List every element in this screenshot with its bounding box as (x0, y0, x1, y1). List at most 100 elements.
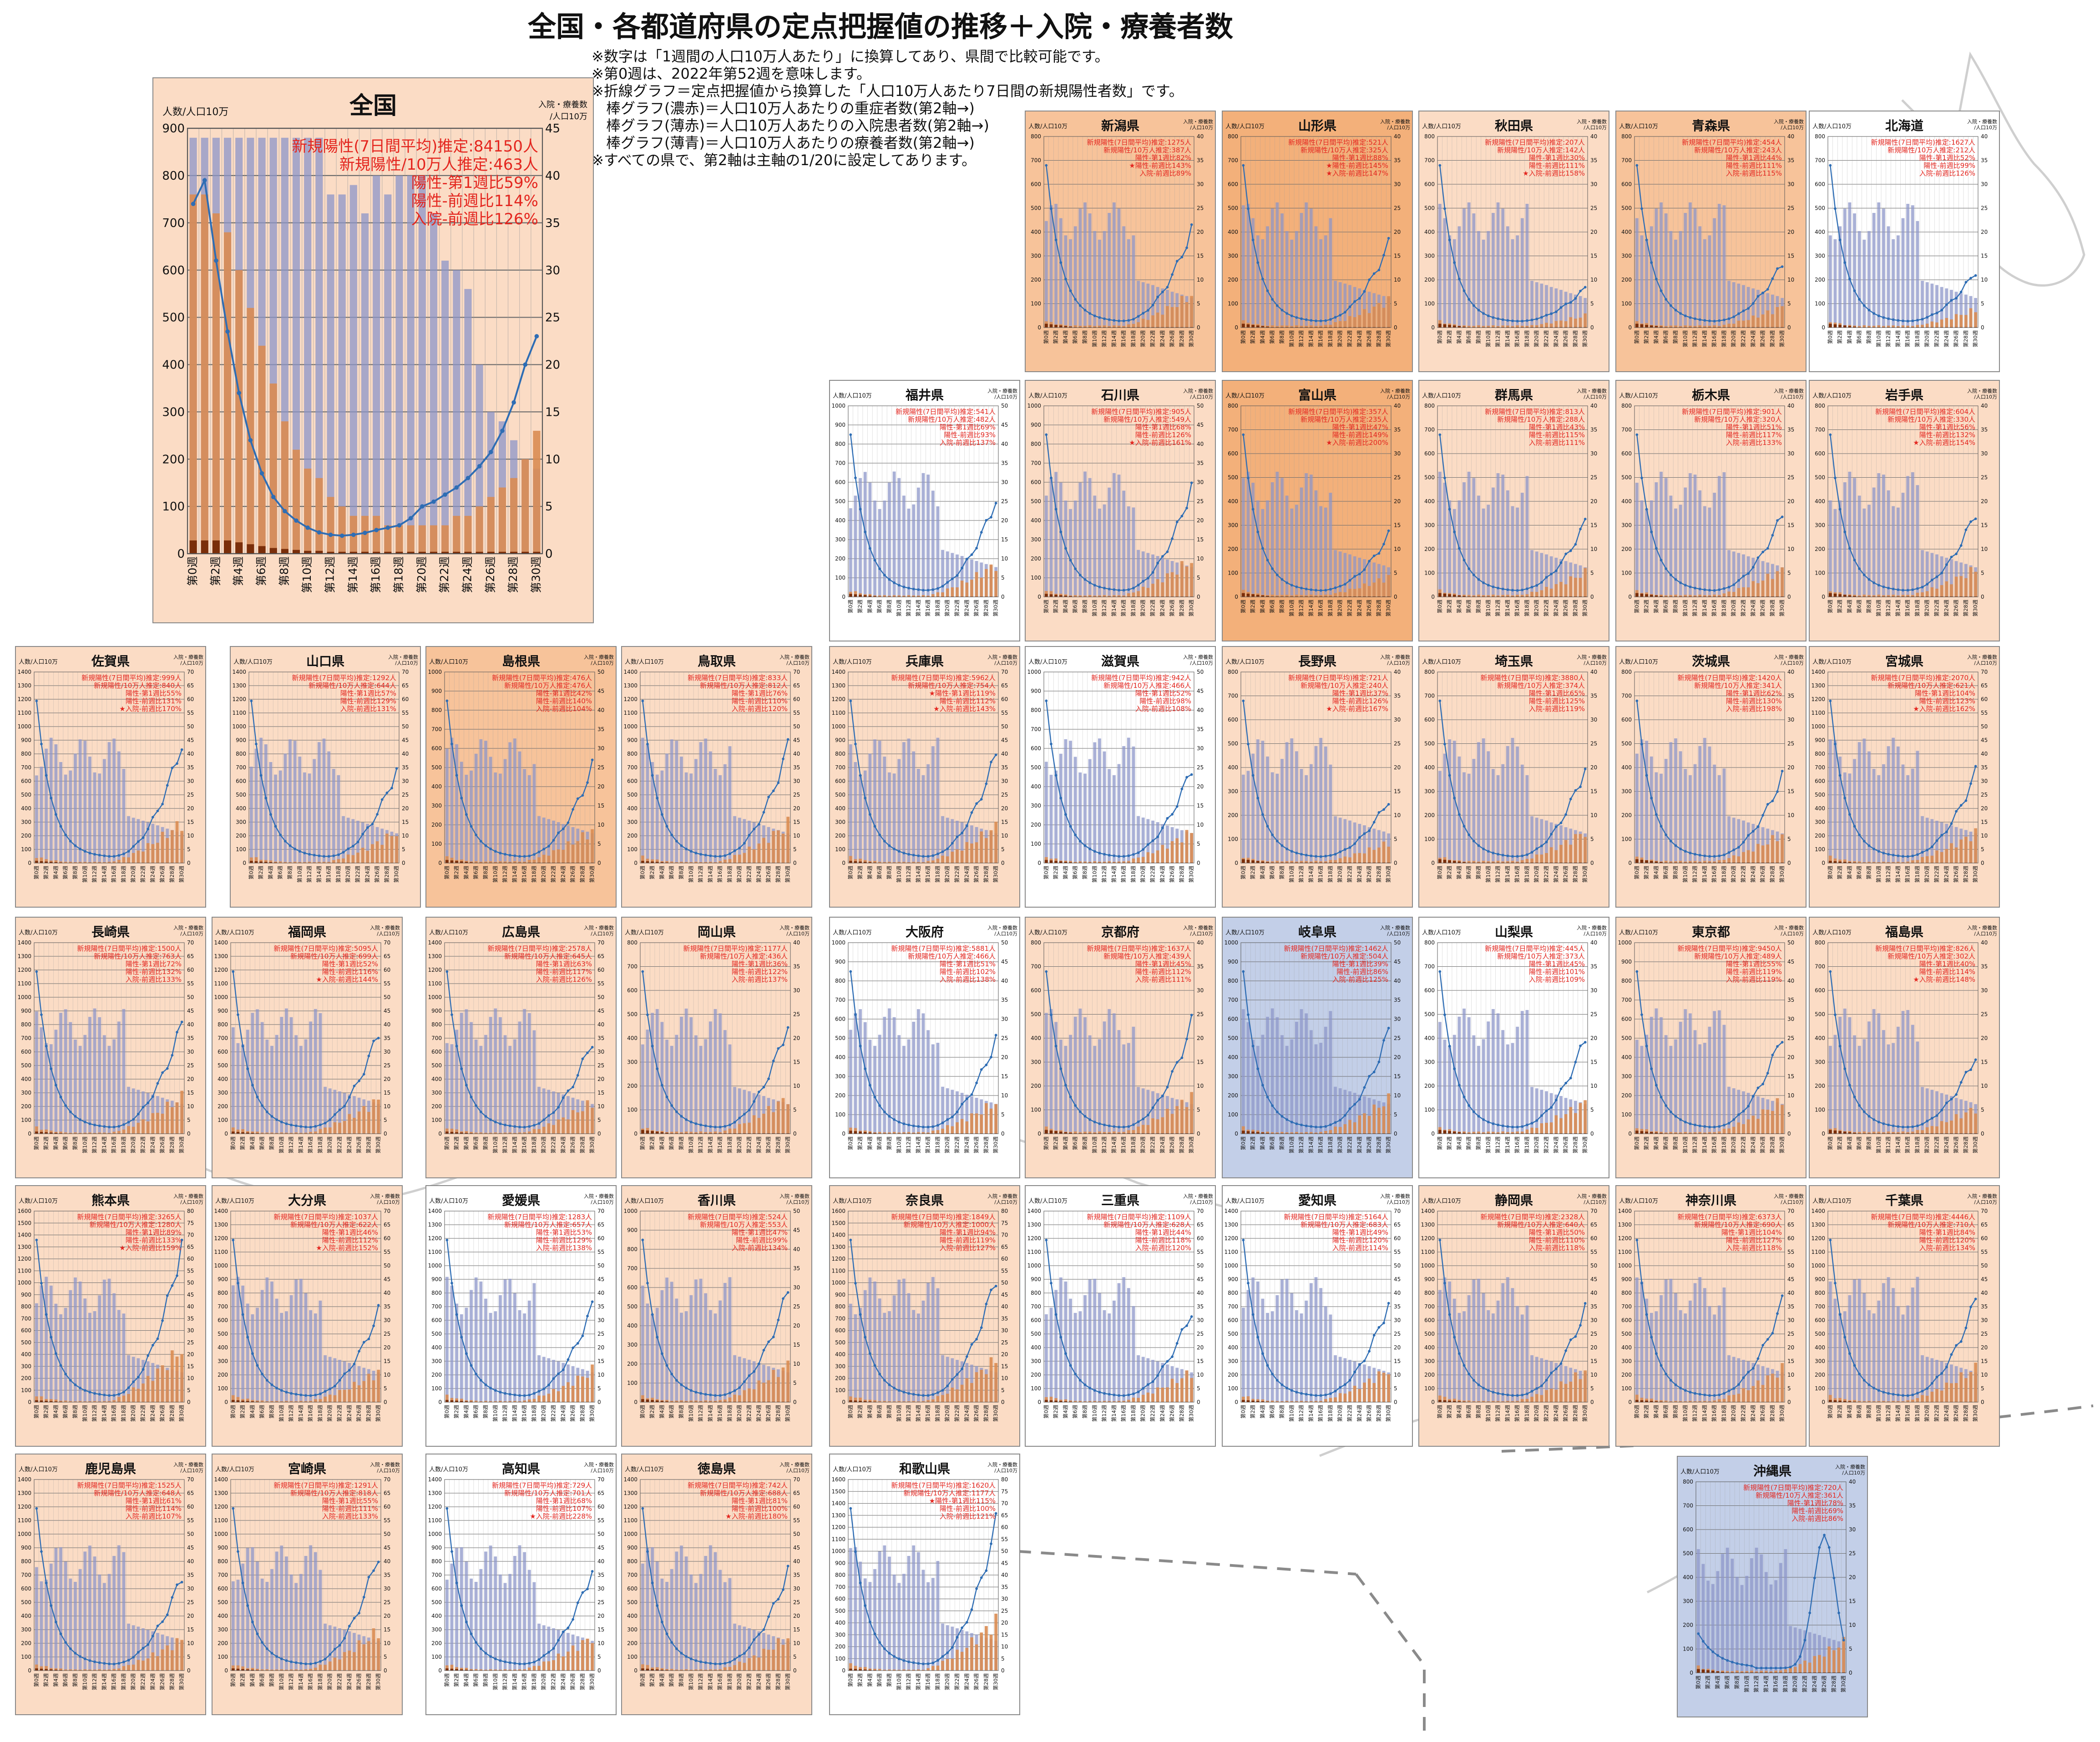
recovery-bar (361, 213, 369, 554)
y-tick-label: 100 (835, 846, 845, 853)
positive-point (1526, 319, 1528, 322)
recovery-bar (1054, 204, 1058, 328)
severe-bar (1559, 596, 1563, 597)
positive-point (1083, 308, 1087, 312)
y2-tick-label: 45 (187, 737, 194, 743)
positive-point (1348, 579, 1351, 582)
positive-point (1275, 573, 1279, 576)
hospital-bar (1954, 576, 1958, 597)
positive-point (1877, 314, 1880, 318)
hospital-bar (418, 525, 426, 554)
hospital-bar (1078, 326, 1082, 328)
hospital-bar (224, 232, 232, 554)
stat-line: 新規陽性(7日間平均)推定:905人 (1091, 408, 1191, 416)
y2-tick-label: 5 (1197, 301, 1200, 307)
plot-frame (1043, 136, 1194, 328)
x-tick-label: 第4週 (866, 866, 873, 879)
y-tick-label: 300 (835, 536, 845, 543)
positive-point (990, 515, 992, 519)
y2-tick-label: 45 (187, 1008, 194, 1014)
positive-point (1747, 572, 1750, 575)
positive-point (1902, 855, 1904, 858)
severe-bar (1867, 327, 1871, 328)
recovery-bar (1103, 231, 1106, 328)
severe-bar (1574, 327, 1577, 328)
positive-point (743, 842, 746, 845)
y2-tick-label: 10 (1197, 822, 1204, 828)
x-tick-label: 第22週 (1149, 866, 1156, 883)
recovery-bar (1377, 830, 1381, 863)
y2-tick-label: 25 (187, 1062, 194, 1069)
y-tick-label: 1200 (623, 696, 638, 702)
y2-axis-label-line: /人口10万 (1974, 394, 1997, 400)
positive-point (1171, 537, 1174, 540)
recovery-bar (83, 741, 87, 863)
positive-point (1078, 304, 1082, 307)
y2-axis-label: 入院・療養数/人口10万 (987, 654, 1017, 666)
positive-point (869, 547, 871, 550)
positive-point (500, 429, 505, 433)
positive-point (1911, 319, 1914, 323)
severe-bar (1930, 327, 1934, 328)
recovery-bar (254, 748, 258, 863)
y-tick-label: 400 (162, 358, 185, 372)
y2-axis-label-line: /人口10万 (1781, 125, 1804, 131)
positive-point (719, 855, 722, 858)
y2-tick-label: 0 (1394, 594, 1397, 600)
severe-bar (1935, 596, 1938, 597)
positive-point (534, 334, 539, 338)
positive-point (55, 813, 57, 816)
positive-point (288, 844, 292, 847)
note-line: ※数字は「1週間の人口10万人あたり」に換算してあり、県間で比較可能です。 (592, 48, 1109, 65)
stats-block: 新規陽性(7日間平均)推定:1627人新規陽性/10万人推定:212人陽性-第1… (1871, 139, 1975, 177)
plot-frame (1240, 136, 1392, 328)
positive-point (1142, 580, 1145, 583)
positive-point (581, 794, 584, 797)
positive-point (1935, 312, 1938, 314)
x-tick-label: 第14週 (1308, 866, 1314, 883)
positive-point (1487, 314, 1490, 318)
y-tick-label: 400 (1424, 764, 1435, 771)
x-tick-label: 第16週 (925, 866, 931, 883)
positive-point (1103, 317, 1106, 320)
positive-point (1569, 549, 1572, 552)
recovery-bar (670, 739, 673, 863)
positive-point (1127, 588, 1130, 591)
y-axis-label: 人数/人口10万 (1422, 659, 1461, 666)
severe-bar (1275, 596, 1279, 597)
positive-point (1737, 312, 1740, 315)
hospital-bar (303, 862, 306, 863)
x-tick-label: 第28週 (983, 866, 989, 883)
recovery-bar (1266, 756, 1269, 863)
hospital-bar (1877, 862, 1881, 863)
stat-line: 新規陽性/10万人推定:330人 (1887, 415, 1975, 424)
hospital-bar (670, 861, 673, 863)
recovery-bar (1843, 772, 1847, 863)
x-tick-label: 第2週 (209, 556, 222, 586)
stat-line: 新規陽性(7日間平均)推定:207人 (1485, 138, 1585, 146)
positive-point (1083, 578, 1087, 581)
recovery-bar (69, 770, 72, 863)
recovery-bar (699, 742, 703, 863)
severe-bar (1838, 861, 1842, 863)
positive-point (1256, 530, 1260, 534)
x-tick-label: 第20週 (1731, 330, 1737, 347)
positive-point (1679, 581, 1682, 584)
hospital-bar (1501, 325, 1505, 328)
hospital-bar (1175, 307, 1179, 328)
y-axis-label: 人数/人口10万 (1225, 659, 1265, 666)
hospital-bar (1732, 592, 1736, 597)
y-tick-label: 600 (1621, 450, 1632, 457)
stats-block: 新規陽性(7日間平均)推定:813人新規陽性/10万人推定:288人陽性-第1週… (1485, 408, 1585, 447)
positive-point (1151, 839, 1154, 842)
hospital-bar (1295, 861, 1298, 863)
recovery-bar (1511, 506, 1514, 597)
recovery-bar (1256, 739, 1260, 863)
positive-point (313, 853, 316, 857)
x-tick-label: 第20週 (415, 556, 428, 593)
y-tick-label: 500 (1031, 498, 1041, 505)
positive-point (1916, 853, 1919, 856)
severe-bar (1674, 596, 1677, 597)
